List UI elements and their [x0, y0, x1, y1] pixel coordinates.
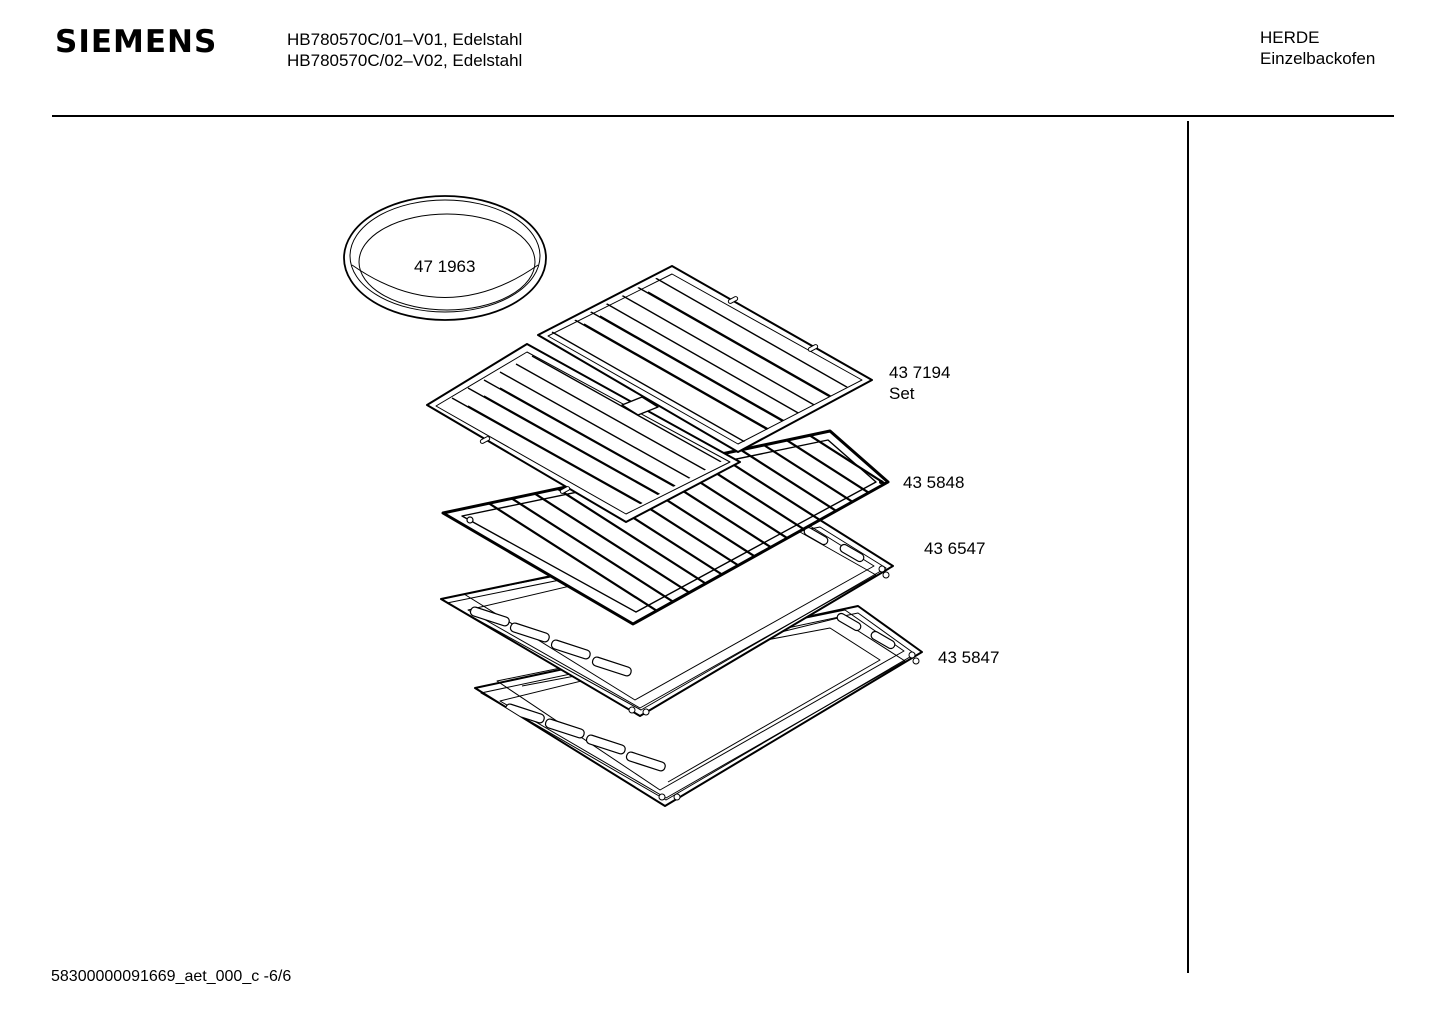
- model-line-2: HB780570C/02–V02, Edelstahl: [287, 51, 523, 70]
- part-number-label: 43 7194: [889, 363, 951, 382]
- part-number-label: 43 6547: [924, 539, 986, 558]
- header-divider: [52, 115, 1394, 117]
- part-number-label: 47 1963: [414, 257, 476, 276]
- model-line-1: HB780570C/01–V01, Edelstahl: [287, 30, 523, 49]
- part-name-label: Set: [889, 384, 915, 403]
- part-number-label: 43 5848: [903, 473, 965, 492]
- side-divider: [1187, 121, 1189, 973]
- category-title: HERDE: [1260, 28, 1320, 47]
- round-pizza-pan: [343, 195, 547, 321]
- category-subtitle: Einzelbackofen: [1260, 49, 1376, 68]
- brand-logo: SIEMENS: [55, 24, 218, 60]
- grill-grid-set: [426, 265, 873, 523]
- part-number-label: 43 5847: [938, 648, 1000, 667]
- document-id: 58300000091669_aet_000_c -6/6: [51, 968, 292, 985]
